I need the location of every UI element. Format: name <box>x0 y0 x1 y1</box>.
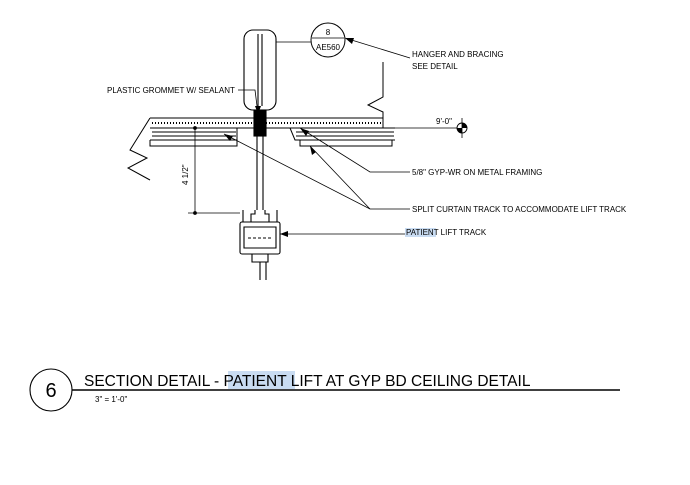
detail-callout <box>276 22 346 58</box>
note-hanger-line2: SEE DETAIL <box>412 62 458 71</box>
title-suffix: LIFT AT GYP BD CEILING DETAIL <box>286 373 530 390</box>
title-highlight: PATIENT <box>224 373 288 390</box>
note-grommet: PLASTIC GROMMET W/ SEALANT <box>107 86 235 95</box>
callout-number: 8 <box>326 28 331 37</box>
detail-title: SECTION DETAIL - PATIENT LIFT AT GYP BD … <box>84 373 531 390</box>
leader-lines <box>223 37 458 237</box>
note-gyp: 5/8" GYP-WR ON METAL FRAMING <box>412 168 542 177</box>
lift-highlight-box <box>405 228 436 237</box>
title-block <box>29 368 620 412</box>
note-lift-rest: LIFT TRACK <box>438 228 486 237</box>
dimension-line <box>188 126 240 215</box>
lift-track-assembly <box>239 29 281 280</box>
title-prefix: SECTION DETAIL - <box>84 373 224 390</box>
note-hanger: HANGER AND BRACING <box>412 50 504 59</box>
note-lift-track: PATIENT LIFT TRACK <box>406 228 487 237</box>
title-highlight-box <box>228 371 295 389</box>
detail-number: 6 <box>45 380 56 402</box>
callout-sheet: AE560 <box>316 43 341 52</box>
note-curtain-track: SPLIT CURTAIN TRACK TO ACCOMMODATE LIFT … <box>412 205 627 214</box>
detail-scale: 3" = 1'-0" <box>95 395 127 404</box>
note-lift-highlight: PATIENT <box>406 228 439 237</box>
note-elevation: 9'-0" <box>436 117 452 126</box>
dimension-label: 4 1/2" <box>181 164 190 185</box>
elevation-target-icon <box>456 118 468 138</box>
